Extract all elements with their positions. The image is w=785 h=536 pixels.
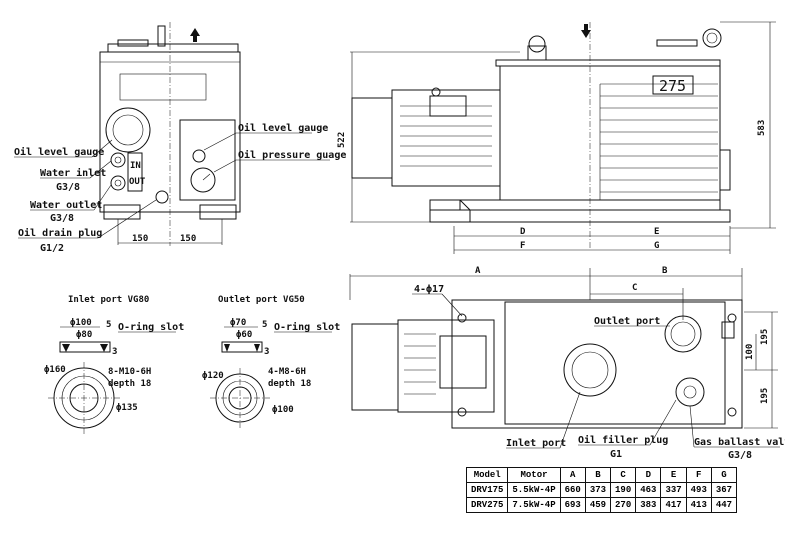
down-arrow-icon — [581, 24, 591, 38]
outlet-d100: ϕ100 — [272, 405, 294, 415]
dim-F: F — [520, 241, 525, 251]
table-cell: 493 — [685, 482, 712, 498]
outlet-d70: ϕ70 — [230, 318, 246, 328]
outlet-depth3: 3 — [264, 347, 269, 357]
in-badge: IN — [130, 161, 141, 171]
dim-522: 522 — [337, 132, 347, 148]
table-cell: DRV175 — [465, 482, 509, 498]
side-view: IN OUT 150 150 Oil level gauge Water inl… — [14, 22, 346, 254]
table-cell: 5.5kW-4P — [507, 482, 561, 498]
inlet-d135: ϕ135 — [116, 403, 138, 413]
outlet-depth5: 5 — [262, 320, 267, 330]
inlet-detail-title: Inlet port VG80 — [68, 295, 149, 305]
front-view: 275 522 583 D — [337, 21, 776, 254]
col-model: Model — [465, 467, 509, 483]
col-d: D — [635, 467, 662, 483]
col-a: A — [559, 467, 586, 483]
oil-drain-size: G1/2 — [40, 243, 64, 254]
outlet-d60: ϕ60 — [236, 330, 252, 340]
dim-B: B — [662, 266, 668, 276]
top-view: A B C — [349, 266, 785, 461]
table-cell: 413 — [685, 497, 712, 513]
outlet-port-label: Outlet port — [594, 316, 660, 327]
bolt-holes-label: 4-ϕ17 — [414, 284, 444, 295]
dimension-table: Model Motor A B C D E F G DRV175 5.5kW-4… — [465, 467, 738, 513]
table-row: DRV175 5.5kW-4P 660 373 190 463 337 493 … — [465, 482, 738, 498]
table-row: DRV275 7.5kW-4P 693 459 270 383 417 413 … — [465, 497, 738, 513]
dim-195-bottom: 195 — [760, 388, 770, 404]
up-arrow-icon — [190, 28, 200, 42]
col-b: B — [584, 467, 612, 483]
table-cell: 447 — [710, 497, 738, 513]
col-motor: Motor — [507, 467, 561, 483]
inlet-d100: ϕ100 — [70, 318, 92, 328]
table-cell: 7.5kW-4P — [507, 497, 561, 513]
table-cell: 693 — [559, 497, 586, 513]
water-outlet-size: G3/8 — [50, 213, 74, 224]
col-c: C — [610, 467, 637, 483]
dim-583: 583 — [757, 120, 767, 136]
oil-filler-plug-label: Oil filler plug — [578, 434, 668, 446]
inlet-port-label: Inlet port — [506, 438, 566, 449]
inlet-thread: 8-M10-6H — [108, 367, 151, 377]
water-inlet-label: Water inlet — [40, 167, 106, 179]
oil-level-gauge-label: Oil level gauge — [14, 146, 104, 158]
oil-level-gauge-right-label: Oil level gauge — [238, 122, 328, 134]
dim-G: G — [654, 241, 659, 251]
dim-A: A — [475, 266, 481, 276]
outlet-detail-title: Outlet port VG50 — [218, 295, 305, 305]
inlet-depth5: 5 — [106, 320, 111, 330]
dim-150-right: 150 — [180, 234, 196, 244]
inlet-oring-label: O-ring slot — [118, 321, 184, 333]
oil-pressure-gauge-label: Oil pressure guage — [238, 149, 346, 161]
table-cell: 660 — [559, 482, 586, 498]
outlet-port-detail: Outlet port VG50 ϕ70 ϕ60 5 O-ring slot 3… — [202, 295, 340, 428]
col-g: G — [710, 467, 738, 483]
dim-195-top: 195 — [760, 329, 770, 345]
dim-150-left: 150 — [132, 234, 148, 244]
outlet-thread-depth: depth 18 — [268, 379, 311, 389]
table-cell: 190 — [610, 482, 637, 498]
out-badge: OUT — [129, 177, 146, 187]
dim-100: 100 — [745, 344, 755, 360]
model-plate: 275 — [659, 77, 686, 95]
table-cell: 270 — [610, 497, 637, 513]
water-outlet-label: Water outlet — [30, 200, 102, 211]
table-cell: 463 — [635, 482, 662, 498]
col-e: E — [660, 467, 687, 483]
table-cell: 459 — [584, 497, 612, 513]
inlet-d80: ϕ80 — [76, 330, 92, 340]
inlet-port-detail: Inlet port VG80 ϕ100 ϕ80 5 O-ring slot 3… — [44, 295, 184, 434]
dim-C: C — [632, 283, 637, 293]
outlet-oring-label: O-ring slot — [274, 321, 340, 333]
gas-ballast-size: G3/8 — [728, 450, 752, 461]
oil-drain-plug-label: Oil drain plug — [18, 227, 102, 239]
inlet-thread-depth: depth 18 — [108, 379, 151, 389]
gas-ballast-valve-label: Gas ballast valve — [694, 437, 785, 448]
water-inlet-size: G3/8 — [56, 182, 80, 193]
col-f: F — [685, 467, 712, 483]
table-cell: 367 — [710, 482, 738, 498]
dim-E: E — [654, 227, 659, 237]
dim-D: D — [520, 227, 526, 237]
oil-filler-size: G1 — [610, 449, 622, 460]
outlet-thread: 4-M8-6H — [268, 367, 306, 377]
table-cell: DRV275 — [465, 497, 509, 513]
table-header-row: Model Motor A B C D E F G — [465, 467, 738, 483]
outlet-d120: ϕ120 — [202, 371, 224, 381]
inlet-depth3: 3 — [112, 347, 117, 357]
inlet-d160: ϕ160 — [44, 365, 66, 375]
table-cell: 417 — [660, 497, 687, 513]
table-cell: 337 — [660, 482, 687, 498]
table-cell: 383 — [635, 497, 662, 513]
table-cell: 373 — [584, 482, 612, 498]
